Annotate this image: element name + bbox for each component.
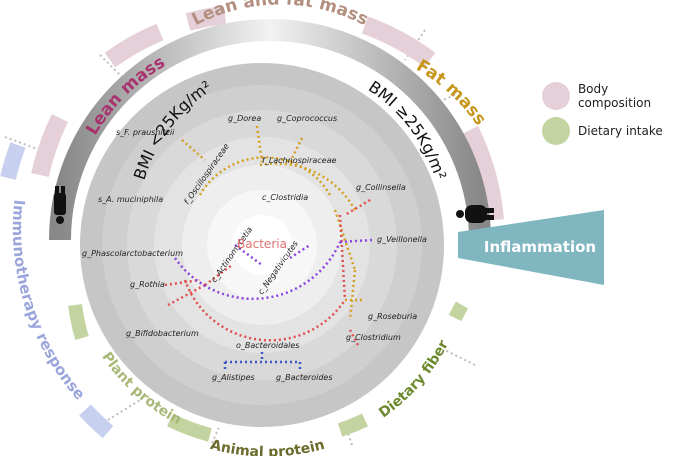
legend-dot-body-composition — [542, 82, 570, 110]
bmi-band — [49, 19, 491, 241]
label-alistipes: g_Alistipes — [212, 373, 255, 382]
tree-bacteroidales — [223, 352, 302, 372]
label-phascolarctobacterium: g_Phascolarctobacterium — [82, 249, 183, 258]
label-clostridium: g_Clostridium — [346, 333, 401, 342]
lean-person-icon — [54, 186, 66, 224]
immunotherapy-arcs — [0, 142, 114, 439]
label-clostridia: c_Clostridia — [262, 193, 308, 202]
label-roseburia: g_Roseburia — [368, 312, 417, 321]
animal-protein-label: Animal protein — [209, 437, 327, 456]
tree-actinomycetia — [164, 198, 371, 346]
label-muciniphila: s_A. muciniphila — [98, 195, 163, 204]
label-bifidobacterium: g_Bifidobacterium — [126, 329, 199, 338]
label-collinsella: g_Collinsella — [356, 183, 406, 192]
label-bacteroides: g_Bacteroides — [276, 373, 333, 382]
label-rothia: g_Rothia — [130, 280, 165, 289]
tree-negativicutes — [173, 238, 373, 301]
legend-body-composition: Body composition — [542, 82, 685, 110]
body-composition-arcs — [31, 6, 504, 221]
label-bacteroidales: o_Bacteroidales — [236, 341, 299, 350]
legend-dot-dietary-intake — [542, 117, 570, 145]
inflammation-label: Inflammation — [484, 238, 596, 256]
dietary-intake-arcs — [68, 301, 469, 442]
tree-clostridia — [181, 125, 362, 321]
label-prausnitzii: s_F. prausnitzii — [116, 128, 175, 137]
fat-person-icon — [456, 205, 494, 223]
label-dorea: g_Dorea — [228, 114, 261, 123]
label-veillonella: g_Veillonella — [377, 235, 427, 244]
inflammation-wedge — [458, 210, 604, 285]
legend-text-dietary-intake: Dietary intake — [578, 124, 663, 138]
inner-rings — [74, 57, 450, 433]
label-lachnospiraceae: f_Lachnospiraceae — [262, 156, 336, 165]
label-coprococcus: g_Coprococcus — [277, 114, 337, 123]
center-label: Bacteria — [237, 237, 287, 251]
legend-dietary-intake: Dietary intake — [542, 117, 663, 145]
legend-text-body-composition: Body composition — [577, 82, 652, 110]
